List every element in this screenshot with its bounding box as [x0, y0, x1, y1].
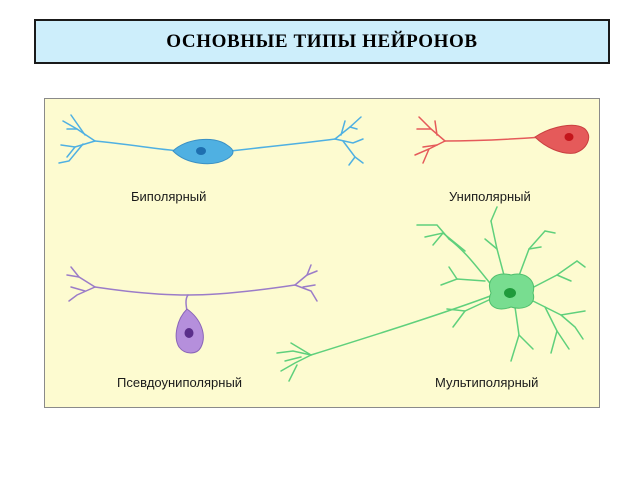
unipolar-neuron: [414, 116, 544, 164]
label-pseudounipolar: Псевдоуниполярный: [117, 375, 243, 390]
bipolar-neuron: [58, 114, 364, 166]
label-bipolar: Биполярный: [131, 189, 207, 204]
label-multipolar: Мультиполярный: [435, 375, 539, 390]
label-unipolar: Униполярный: [449, 189, 531, 204]
title-box: ОСНОВНЫЕ ТИПЫ НЕЙРОНОВ: [34, 19, 610, 64]
unipolar-soma: [534, 124, 590, 154]
pseudounipolar-neuron: [66, 264, 318, 312]
multipolar-neuron: [276, 206, 586, 382]
bipolar-nucleus: [196, 147, 206, 155]
pseudounipolar-nucleus: [184, 328, 194, 338]
multipolar-nucleus: [504, 288, 516, 298]
unipolar-nucleus: [564, 133, 574, 141]
neuron-diagram-panel: Биполярный Униполярный Псевдоуниполярный…: [44, 98, 600, 408]
neuron-diagram: [58, 114, 590, 382]
page-title: ОСНОВНЫЕ ТИПЫ НЕЙРОНОВ: [166, 30, 478, 52]
